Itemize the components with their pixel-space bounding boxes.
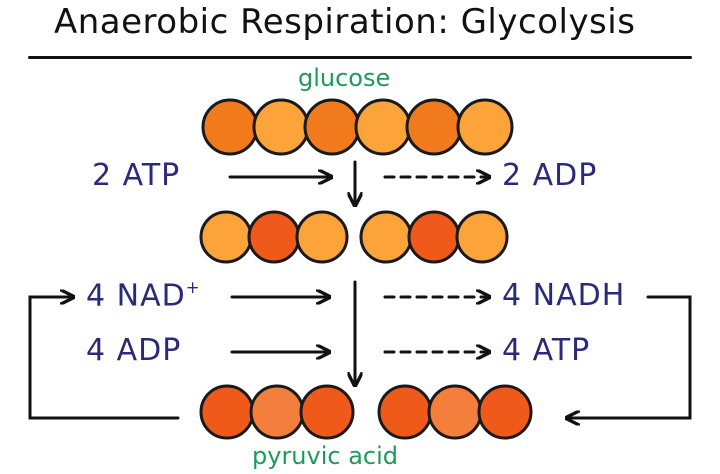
pyruvic-acid-molecules [199,384,533,440]
carbon-atom [407,210,461,264]
left-loop-arrow [28,297,180,420]
carbon-atom [377,384,433,440]
carbon-atom [295,210,349,264]
carbon-atom [455,210,509,264]
carbon-atom [405,98,463,156]
carbon-atom [249,384,305,440]
diagram-title: Anaerobic Respiration: Glycolysis [54,2,636,42]
nad-text: 4 NAD [86,278,186,314]
carbon-atom [201,98,259,156]
output-nadh-label: 4 NADH [502,278,626,313]
input-atp-label: 2 ATP [92,158,181,193]
carbon-atom [247,210,301,264]
input-adp-label: 4 ADP [86,333,182,368]
glucose-label: glucose [298,64,391,92]
split-molecules [199,210,509,264]
title-underline [28,56,692,59]
carbon-atom [456,98,514,156]
carbon-atom [354,98,412,156]
carbon-atom [477,384,533,440]
carbon-atom [427,384,483,440]
pyruvic-acid-label: pyruvic acid [252,442,399,470]
output-atp-label: 4 ATP [502,333,591,368]
nad-superscript: + [185,278,201,297]
carbon-atom [359,210,413,264]
input-nad-label: 4 NAD+ [86,278,201,313]
carbon-atom [199,210,253,264]
carbon-atom [303,98,361,156]
glucose-molecule [201,98,514,156]
output-adp-label: 2 ADP [502,158,598,193]
carbon-atom [299,384,355,440]
carbon-atom [199,384,255,440]
right-loop-arrow [568,295,692,418]
carbon-atom [252,98,310,156]
